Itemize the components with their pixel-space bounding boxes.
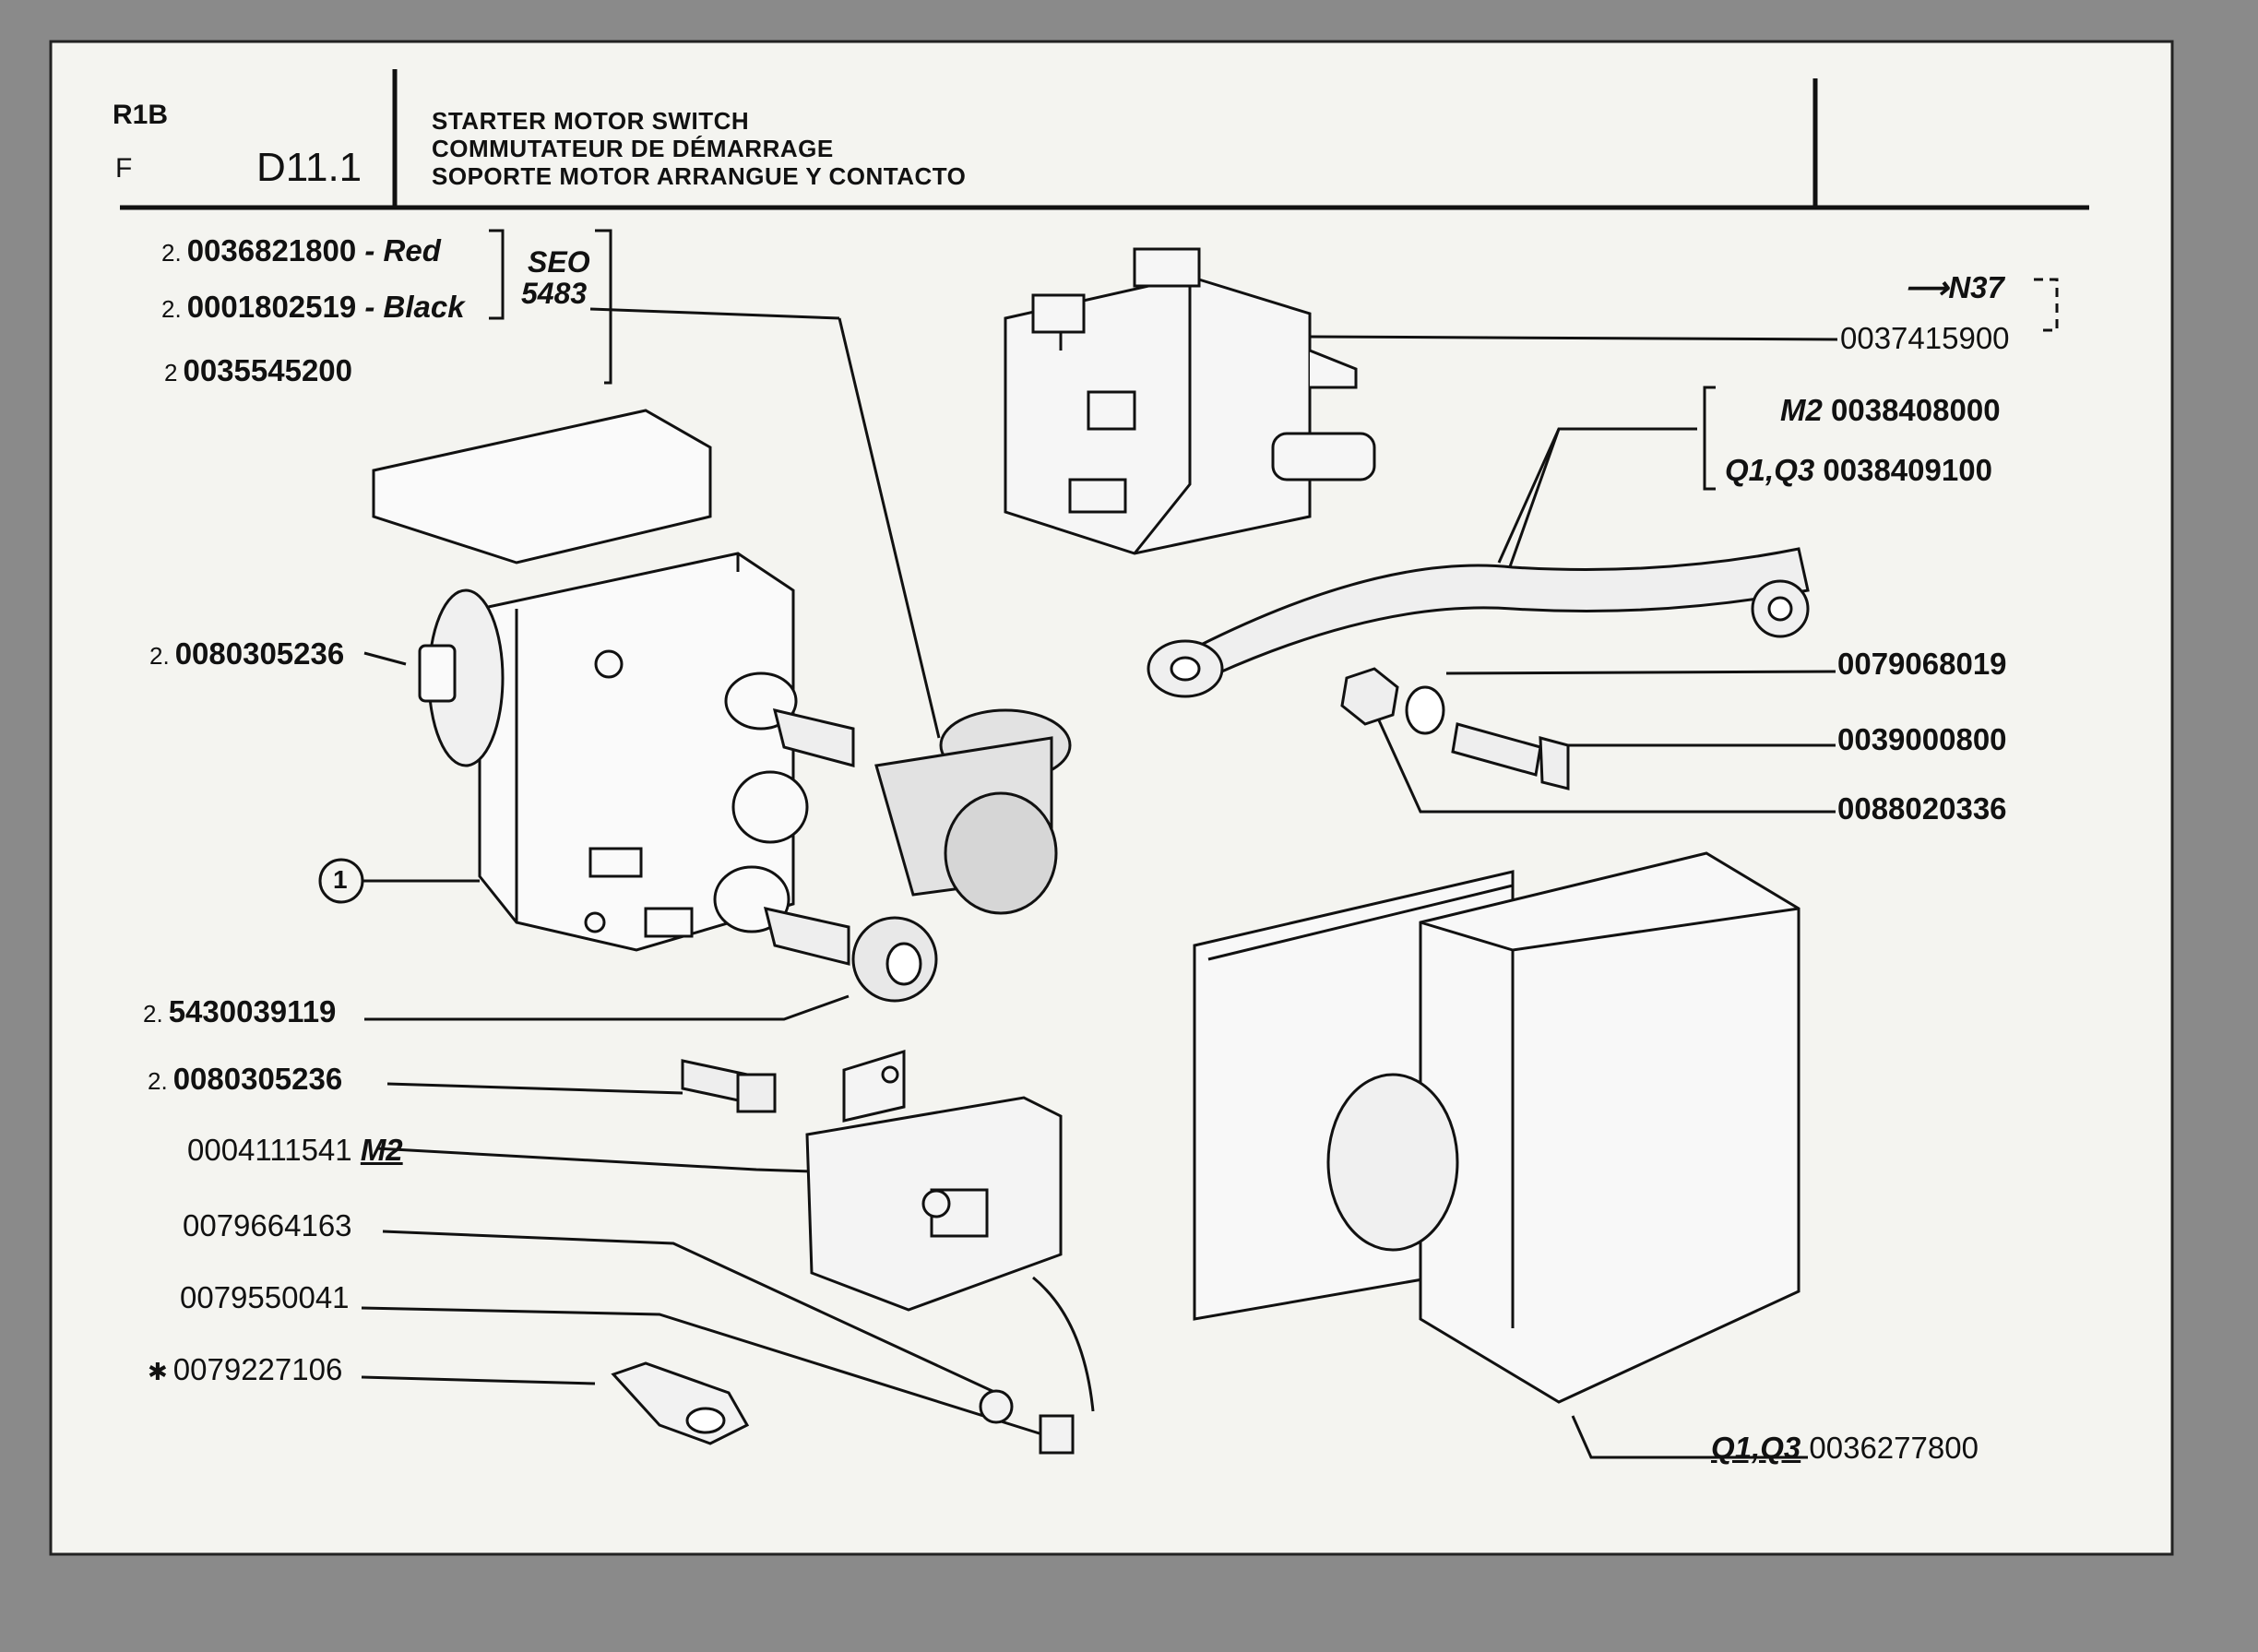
part-qty: 2. xyxy=(161,239,182,267)
part-qty: ✱ xyxy=(148,1358,168,1385)
cover-illustration xyxy=(1193,851,1800,1404)
part-number: 0038408000 xyxy=(1831,393,2001,427)
starter-switch-illustration xyxy=(372,409,855,966)
part-number: 5430039119 xyxy=(168,994,337,1028)
part-label: Q1,Q3 0036277800 xyxy=(1711,1432,1979,1463)
part-qty: 2. xyxy=(143,1000,163,1028)
rubber-boot-illustration xyxy=(874,708,1072,915)
part-qty: 2 xyxy=(164,359,178,386)
seo-number: 5483 xyxy=(521,277,588,310)
leader-lines xyxy=(361,307,1838,1459)
part-number: 0036821800 xyxy=(186,233,357,267)
part-qty: 2. xyxy=(149,642,170,670)
seo-label: SEO xyxy=(528,245,590,279)
part-label: 2.5430039119 xyxy=(143,996,336,1027)
arrow-icon: ⟶ xyxy=(1905,270,1949,304)
relay-illustration xyxy=(805,1049,1063,1312)
code-bottom: F xyxy=(115,153,133,184)
part-number: 0088020336 xyxy=(1837,791,2007,826)
part-qty: 2. xyxy=(161,295,182,323)
part-label: 2.0001802519 - Black xyxy=(161,291,465,322)
cross-reference: ⟶N37 xyxy=(1905,272,2004,303)
bolt-illustration xyxy=(681,1059,777,1113)
part-label: 2.0080305236 xyxy=(148,1064,342,1094)
part-variant: M2 xyxy=(1780,393,1823,427)
page-ref: D11.1 xyxy=(256,145,362,190)
part-number: 0079664163 xyxy=(183,1208,352,1242)
part-note: - Red xyxy=(364,233,441,267)
part-number: 0079068019 xyxy=(1837,647,2007,681)
part-label: 0004111541 M2 xyxy=(187,1135,403,1165)
part-number: 0037415900 xyxy=(1840,321,2010,355)
part-label: 0037415900 xyxy=(1840,323,2010,353)
part-number: 0004111541 xyxy=(187,1133,352,1167)
code-top: R1B xyxy=(113,100,169,130)
part-variant: Q1,Q3 xyxy=(1711,1431,1801,1465)
seo-bracket xyxy=(489,229,2059,491)
part-number: 0079550041 xyxy=(180,1280,350,1314)
part-number: 0080305236 xyxy=(174,636,345,671)
part-note: M2 xyxy=(360,1133,403,1167)
cable-illustration xyxy=(1147,547,1810,698)
part-number: 0039000800 xyxy=(1837,722,2007,756)
part-label: 0079664163 xyxy=(183,1210,352,1241)
header-rules xyxy=(120,69,2089,210)
part-number: 0038409100 xyxy=(1823,453,1992,487)
part-label: ✱0079227106 xyxy=(148,1354,342,1385)
callout-number: 1 xyxy=(333,865,348,894)
part-note: - Black xyxy=(364,290,465,324)
part-label: 0079068019 xyxy=(1837,648,2007,679)
hardware-illustration xyxy=(1340,667,1570,790)
part-number: 0079227106 xyxy=(172,1352,343,1386)
title-english: STARTER MOTOR SWITCH xyxy=(432,107,750,135)
part-label: 2.0080305236 xyxy=(149,638,344,669)
reference-target: N37 xyxy=(1948,270,2004,304)
part-label: 0088020336 xyxy=(1837,793,2007,824)
part-number: 0036277800 xyxy=(1809,1431,1979,1465)
part-label: 0079550041 xyxy=(180,1282,350,1313)
part-label: 2.0036821800 - Red xyxy=(161,235,441,266)
terminal-illustration xyxy=(611,1361,1075,1455)
title-spanish: SOPORTE MOTOR ARRANGUE Y CONTACTO xyxy=(432,162,967,190)
solenoid-switch-illustration xyxy=(1004,247,1376,555)
part-number: 0001802519 xyxy=(186,290,357,324)
part-label: Q1,Q3 0038409100 xyxy=(1725,455,1992,485)
title-french: COMMUTATEUR DE DÉMARRAGE xyxy=(432,135,834,162)
part-label: 0039000800 xyxy=(1837,724,2007,755)
nut-illustration xyxy=(851,916,938,1003)
part-qty: 2. xyxy=(148,1067,168,1095)
part-number: 0035545200 xyxy=(183,353,352,387)
part-number: 0080305236 xyxy=(172,1062,343,1096)
part-variant: Q1,Q3 xyxy=(1725,453,1815,487)
part-label: M2 0038408000 xyxy=(1780,395,2001,425)
